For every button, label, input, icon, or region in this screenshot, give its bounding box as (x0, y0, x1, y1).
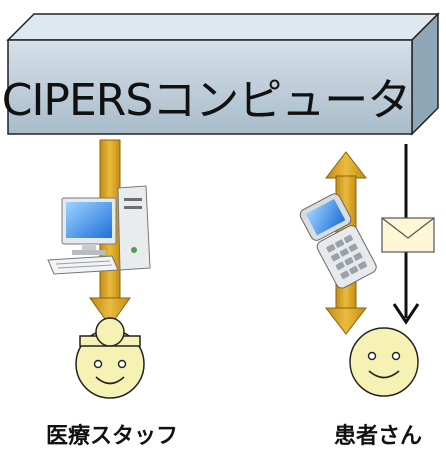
server-top-face (6, 13, 440, 41)
server-box (6, 12, 440, 136)
head-mirror-icon (95, 317, 125, 347)
desktop-computer-icon (47, 185, 151, 275)
server-front-face (7, 39, 413, 135)
envelope-icon (381, 217, 435, 253)
patient-label: 患者さん (333, 424, 422, 449)
patient-avatar (349, 327, 419, 397)
server-label: CIPERSコンピュータ (1, 75, 412, 126)
staff-avatar (75, 317, 145, 399)
staff-label: 医療スタッフ (45, 424, 178, 449)
mobile-phone-icon (299, 193, 377, 289)
